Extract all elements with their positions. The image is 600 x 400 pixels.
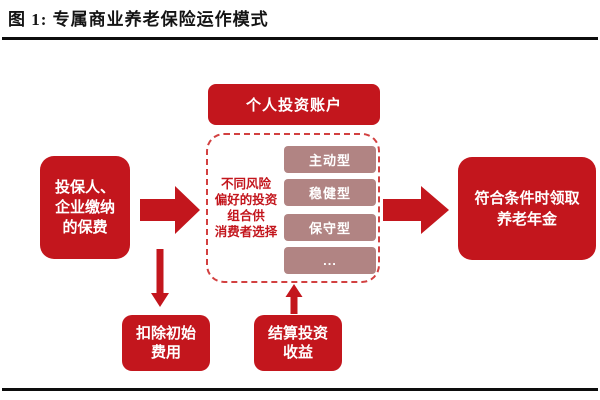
- portfolio-note-line: 组合供: [227, 209, 265, 223]
- portfolio-note: 不同风险 偏好的投资 组合供 消费者选择: [211, 176, 281, 240]
- personal-account-box: 个人投资账户: [208, 84, 380, 125]
- settle-line: 收益: [282, 344, 313, 361]
- portfolio-option-label: ...: [323, 253, 337, 268]
- receive-line: 符合条件时领取: [474, 189, 580, 207]
- portfolio-option-conservative: 保守型: [284, 214, 376, 241]
- portfolio-option-label: 稳健型: [308, 186, 351, 201]
- deduct-fee-box: 扣除初始 费用: [122, 315, 210, 371]
- portfolio-option-label: 保守型: [308, 221, 351, 236]
- deduct-line: 费用: [150, 344, 181, 361]
- premium-line: 企业缴纳: [54, 198, 115, 216]
- receive-line: 养老年金: [496, 210, 557, 228]
- portfolio-note-line: 消费者选择: [214, 225, 278, 239]
- bottom-divider: [2, 388, 598, 391]
- portfolio-group-box: 不同风险 偏好的投资 组合供 消费者选择 主动型 稳健型 保守型 ...: [206, 133, 380, 283]
- portfolio-note-line: 偏好的投资: [214, 193, 278, 207]
- arrow-down-to-deduct: [151, 249, 169, 307]
- top-divider: [2, 37, 598, 40]
- deduct-line: 扣除初始: [135, 325, 196, 342]
- portfolio-option-active: 主动型: [284, 146, 376, 173]
- premium-box: 投保人、 企业缴纳 的保费: [40, 156, 130, 259]
- receive-annuity-box: 符合条件时领取 养老年金: [458, 157, 596, 260]
- portfolio-option-label: 主动型: [308, 153, 351, 168]
- portfolio-option-more: ...: [284, 247, 376, 274]
- arrow-portfolio-to-receive: [383, 186, 449, 234]
- figure-title: 图 1: 专属商业养老保险运作模式: [8, 10, 269, 29]
- portfolio-option-balanced: 稳健型: [284, 179, 376, 206]
- arrow-premium-to-portfolio: [140, 186, 200, 234]
- premium-line: 投保人、: [54, 178, 115, 196]
- settle-line: 结算投资: [267, 325, 328, 342]
- portfolio-note-line: 不同风险: [220, 177, 271, 191]
- settle-income-box: 结算投资 收益: [254, 315, 342, 371]
- personal-account-label: 个人投资账户: [245, 97, 342, 114]
- arrow-up-from-settle: [285, 284, 303, 314]
- premium-line: 的保费: [62, 218, 108, 236]
